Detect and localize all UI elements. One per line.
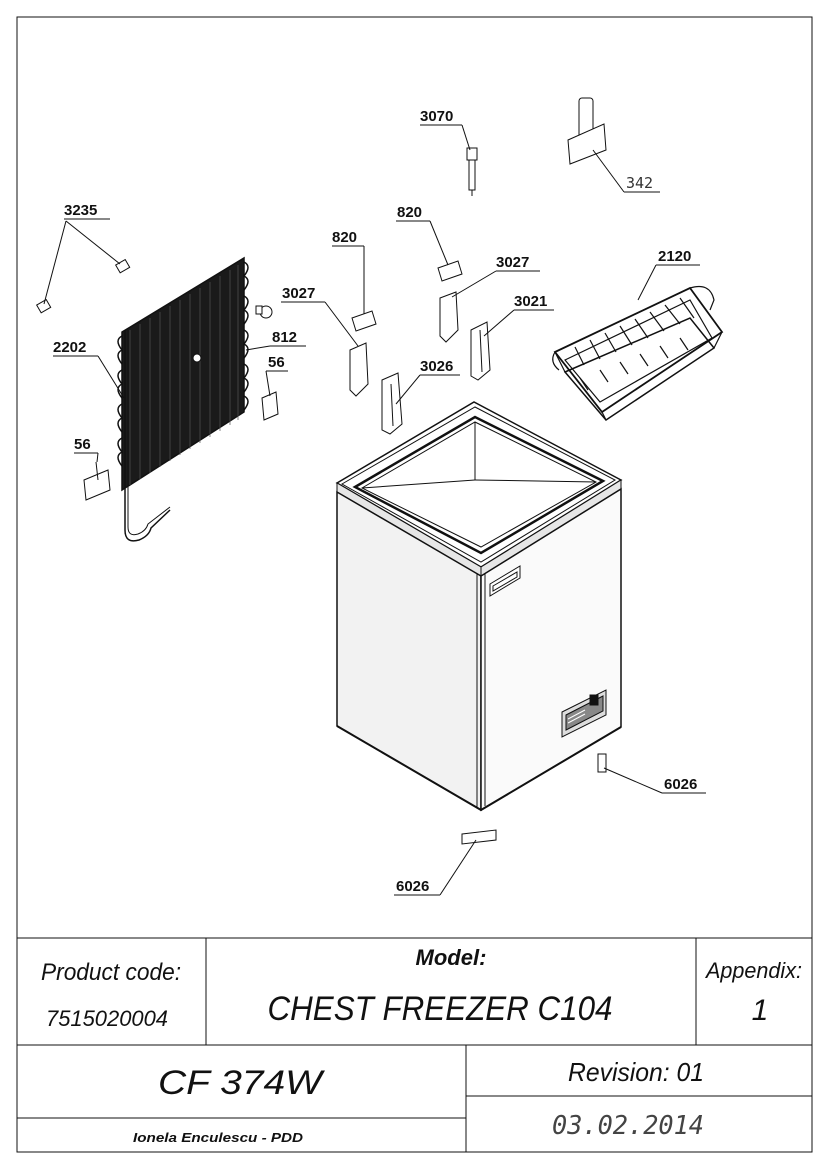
part-label-820-lower: 820 bbox=[332, 229, 357, 246]
author: Ionela Enculescu - PDD bbox=[133, 1130, 304, 1145]
drawing-area bbox=[35, 97, 724, 896]
part-label-342: 342 bbox=[626, 174, 653, 192]
product-code-value: 7515020004 bbox=[46, 1006, 168, 1031]
freezer-cabinet bbox=[335, 401, 623, 812]
leader-lines bbox=[43, 124, 706, 896]
appendix-value: 1 bbox=[752, 994, 769, 1027]
part-label-820-upper: 820 bbox=[397, 204, 422, 221]
hinge-3026 bbox=[381, 372, 403, 435]
foot-6026 bbox=[461, 753, 607, 845]
sheet-border bbox=[16, 16, 813, 1153]
revision-date: 03.02.2014 bbox=[552, 1111, 704, 1141]
revision: Revision: 01 bbox=[568, 1057, 704, 1087]
clip-820 bbox=[351, 260, 463, 332]
part-label-56-left: 56 bbox=[74, 436, 91, 453]
model-variant: CF 374W bbox=[158, 1064, 325, 1102]
scraper-342 bbox=[567, 97, 607, 165]
part-label-2120: 2120 bbox=[658, 248, 691, 265]
hinge-3021 bbox=[470, 321, 491, 381]
appendix-label: Appendix: bbox=[704, 958, 802, 983]
model-value: CHEST FREEZER C104 bbox=[268, 990, 613, 1028]
product-code-label: Product code: bbox=[41, 959, 181, 986]
part-label-3027-right: 3027 bbox=[496, 254, 529, 271]
part-label-3027-left: 3027 bbox=[282, 285, 315, 302]
part-label-3235: 3235 bbox=[64, 202, 97, 219]
bolt-3070 bbox=[466, 147, 478, 196]
title-block-text: Product code: 7515020004 Model: CHEST FR… bbox=[41, 945, 802, 1145]
part-label-812: 812 bbox=[272, 329, 297, 346]
part-812 bbox=[255, 305, 273, 319]
part-label-3021: 3021 bbox=[514, 293, 547, 310]
bracket-56 bbox=[83, 391, 279, 501]
hinge-3027 bbox=[349, 291, 459, 397]
model-label: Model: bbox=[416, 945, 487, 970]
part-label-56-right: 56 bbox=[268, 354, 285, 371]
part-labels: 3070 342 3235 820 820 3027 3027 2120 302… bbox=[53, 108, 697, 895]
condenser-grid bbox=[117, 256, 249, 542]
part-label-6026-right: 6026 bbox=[664, 776, 697, 793]
part-label-6026-bottom: 6026 bbox=[396, 878, 429, 895]
title-block bbox=[17, 937, 812, 1152]
part-label-3070: 3070 bbox=[420, 108, 453, 125]
plug-3235 bbox=[35, 258, 131, 314]
part-label-3026: 3026 bbox=[420, 358, 453, 375]
part-label-2202: 2202 bbox=[53, 339, 86, 356]
control-panel bbox=[561, 689, 607, 738]
basket-2120 bbox=[552, 285, 724, 421]
